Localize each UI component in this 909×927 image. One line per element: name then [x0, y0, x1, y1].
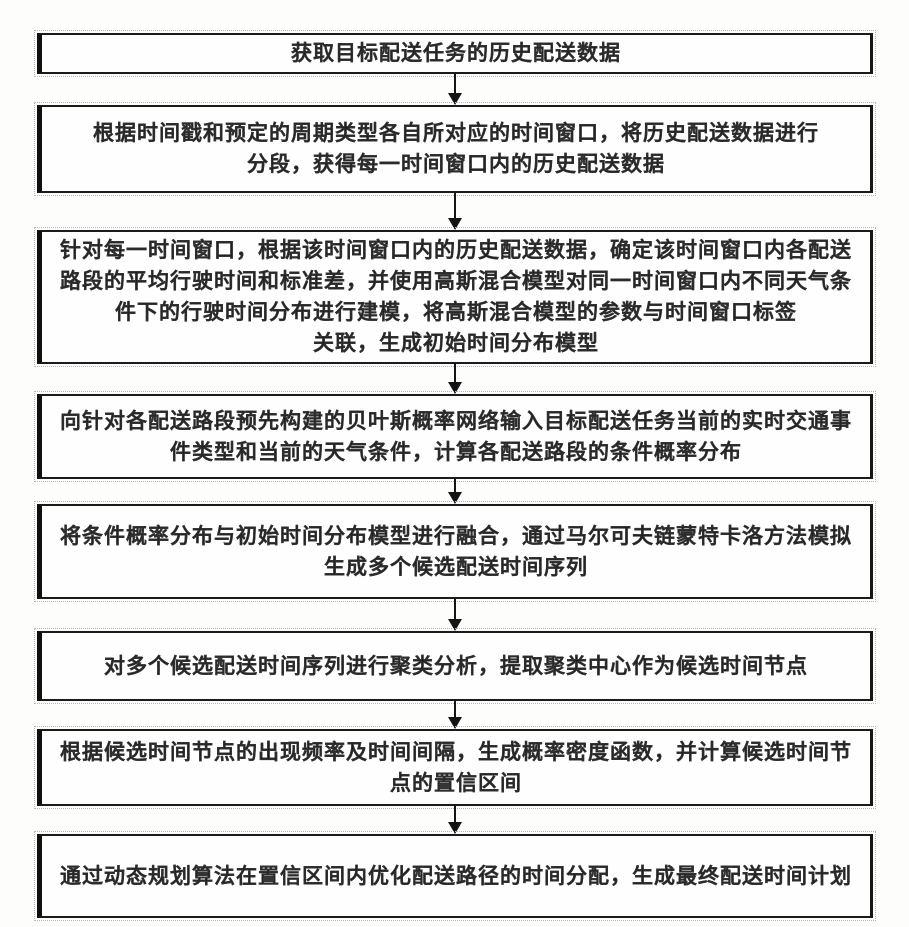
flow-step-8-text: 通过动态规划算法在置信区间内优化配送路径的时间分配，生成最终配送时间计划: [60, 863, 852, 888]
flow-step-5-text: 将条件概率分布与初始时间分布模型进行融合，通过马尔可夫链蒙特卡洛方法模拟 生成多…: [60, 523, 852, 579]
arrow-shaft: [454, 599, 456, 620]
arrow-down-icon: [448, 599, 462, 631]
flow-step-6-text: 对多个候选配送时间序列进行聚类分析，提取聚类中心作为候选时间节点: [104, 653, 808, 678]
arrow-shaft: [454, 364, 456, 383]
arrow-down-icon: [448, 193, 462, 230]
flow-step-3-text: 针对每一时间窗口，根据该时间窗口内的历史配送数据，确定该时间窗口内各配送 路段的…: [60, 238, 852, 355]
flow-step-4: 向针对各配送路段预先构建的贝叶斯概率网络输入目标配送任务当前的实时交通事 件类型…: [34, 391, 876, 482]
flow-step-6: 对多个候选配送时间序列进行聚类分析，提取聚类中心作为候选时间节点: [34, 628, 876, 704]
arrow-shaft: [454, 193, 456, 219]
arrow-head: [448, 492, 462, 504]
flow-step-7-text: 根据候选时间节点的出现频率及时间间隔，生成概率密度函数，并计算候选时间节 点的置…: [60, 739, 852, 795]
arrow-head: [448, 382, 462, 394]
flow-step-1: 获取目标配送任务的历史配送数据: [34, 30, 876, 77]
flow-step-7: 根据候选时间节点的出现频率及时间间隔，生成概率密度函数，并计算候选时间节 点的置…: [34, 726, 876, 809]
flow-step-8: 通过动态规划算法在置信区间内优化配送路径的时间分配，生成最终配送时间计划: [34, 831, 876, 921]
arrow-head: [448, 93, 462, 105]
arrow-shaft: [454, 701, 456, 718]
arrow-down-icon: [448, 806, 462, 834]
flow-step-3: 针对每一时间窗口，根据该时间窗口内的历史配送数据，确定该时间窗口内各配送 路段的…: [34, 227, 876, 367]
arrow-down-icon: [448, 364, 462, 394]
arrow-head: [448, 822, 462, 834]
flow-step-2-text: 根据时间戳和预定的周期类型各自所对应的时间窗口，将历史配送数据进行 分段，获得每…: [93, 121, 819, 176]
arrow-head: [448, 218, 462, 230]
arrow-shaft: [454, 806, 456, 823]
arrow-down-icon: [448, 74, 462, 105]
arrow-head: [448, 717, 462, 729]
flow-step-1-text: 获取目标配送任务的历史配送数据: [291, 41, 621, 65]
flow-step-2: 根据时间戳和预定的周期类型各自所对应的时间窗口，将历史配送数据进行 分段，获得每…: [34, 102, 876, 196]
arrow-head: [448, 619, 462, 631]
flow-step-4-text: 向针对各配送路段预先构建的贝叶斯概率网络输入目标配送任务当前的实时交通事 件类型…: [60, 408, 852, 464]
flowchart: 获取目标配送任务的历史配送数据 根据时间戳和预定的周期类型各自所对应的时间窗口，…: [34, 30, 876, 921]
arrow-shaft: [454, 74, 456, 94]
arrow-down-icon: [448, 701, 462, 729]
arrow-down-icon: [448, 479, 462, 504]
flow-step-5: 将条件概率分布与初始时间分布模型进行融合，通过马尔可夫链蒙特卡洛方法模拟 生成多…: [34, 501, 876, 602]
arrow-shaft: [454, 479, 456, 493]
